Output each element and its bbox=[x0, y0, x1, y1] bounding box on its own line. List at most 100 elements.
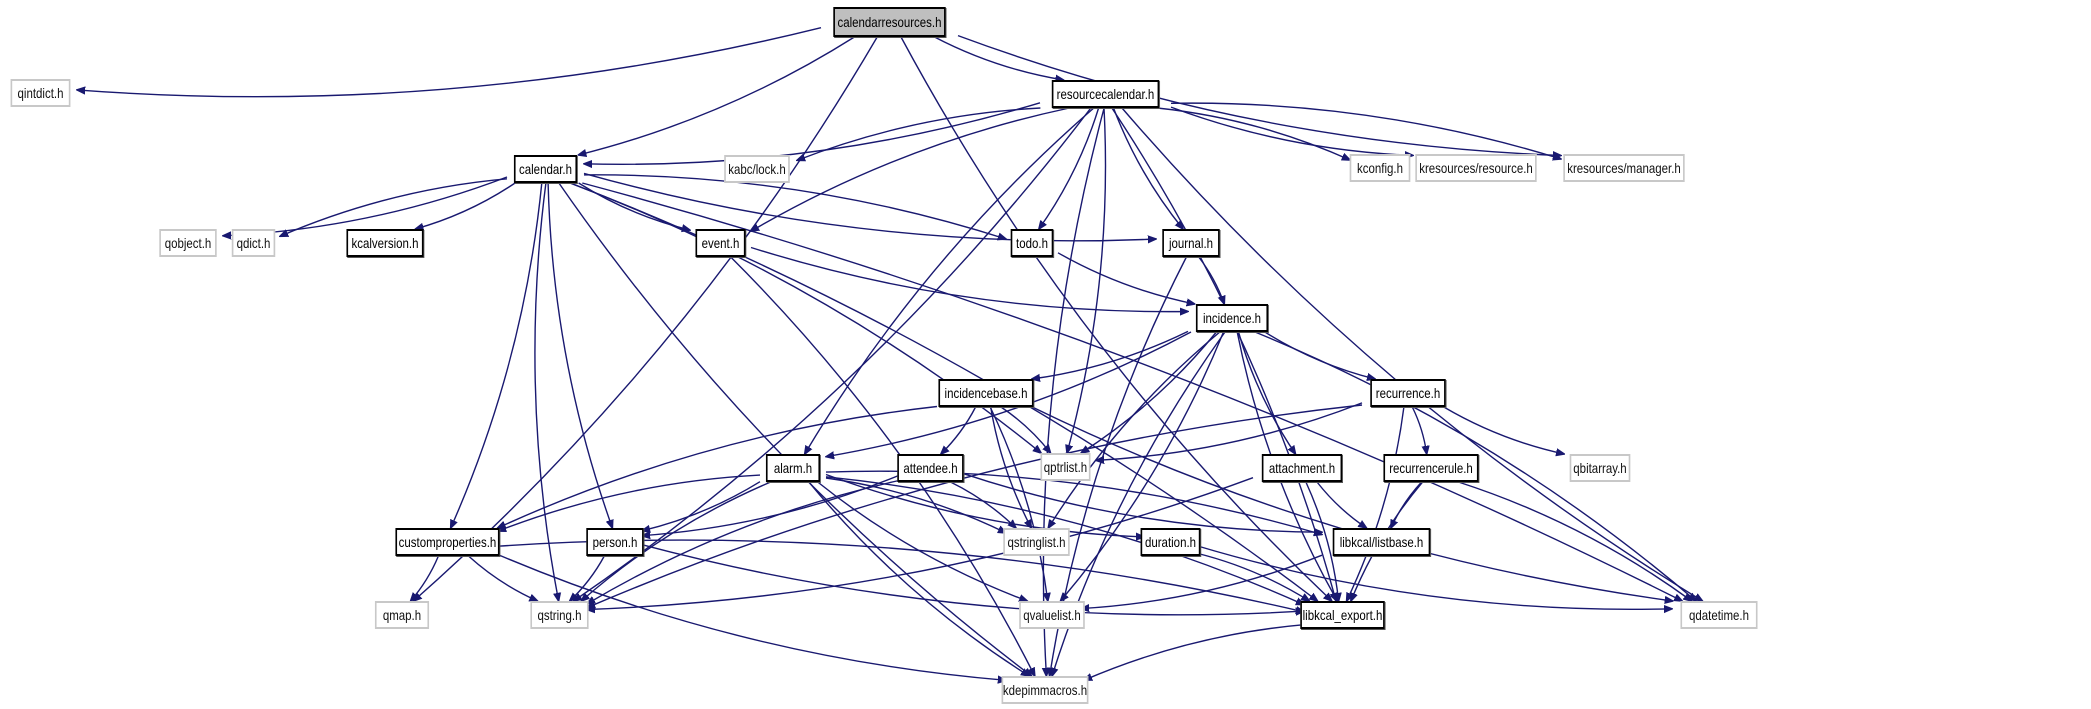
edge-incidence-to-qptrlist bbox=[1081, 331, 1217, 453]
node-qptrlist: qptrlist.h bbox=[1040, 453, 1091, 481]
edge-resourcecalendar-to-kdepimmacros bbox=[1043, 107, 1105, 676]
edge-recurrencerule-to-listbase bbox=[1391, 481, 1423, 528]
edge-person-to-qstring bbox=[570, 555, 605, 601]
node-resourcecalendar[interactable]: resourcecalendar.h bbox=[1051, 80, 1160, 108]
node-qdatetime: qdatetime.h bbox=[1680, 601, 1758, 629]
node-kdepimmacros: kdepimmacros.h bbox=[1001, 676, 1089, 704]
node-qstringlist: qstringlist.h bbox=[1002, 528, 1070, 556]
edge-alarm-to-qstringlist bbox=[825, 477, 1006, 533]
edge-incidencebase-to-qvaluelist bbox=[989, 406, 1048, 601]
edge-resourcecalendar-to-journal bbox=[1112, 107, 1184, 229]
edge-event-to-incidence bbox=[750, 246, 1188, 312]
edge-recurrencerule-to-qdatetime bbox=[1458, 481, 1691, 601]
node-incidence[interactable]: incidence.h bbox=[1195, 304, 1269, 332]
node-kcalversion[interactable]: kcalversion.h bbox=[346, 229, 424, 257]
edge-calendar-to-qdict bbox=[280, 178, 508, 237]
node-attachment[interactable]: attachment.h bbox=[1261, 454, 1343, 482]
edge-resourcecalendar-to-event bbox=[751, 107, 1070, 231]
edge-incidencebase-to-qptrlist bbox=[1000, 406, 1051, 453]
node-qbitarray: qbitarray.h bbox=[1569, 454, 1631, 482]
edge-incidence-to-attachment bbox=[1237, 331, 1296, 454]
edge-incidence-to-alarm bbox=[826, 331, 1192, 457]
node-customproperties[interactable]: customproperties.h bbox=[394, 528, 500, 556]
edge-recurrence-to-recurrencerule bbox=[1411, 406, 1426, 454]
node-todo[interactable]: todo.h bbox=[1010, 229, 1054, 257]
edge-resourcecalendar-to-qstring bbox=[574, 107, 1092, 601]
edge-incidence-to-qvaluelist bbox=[1061, 331, 1225, 601]
edge-layer bbox=[77, 27, 1703, 681]
node-calendarresources[interactable]: calendarresources.h bbox=[833, 7, 946, 37]
edge-calendar-to-kcalversion bbox=[415, 182, 516, 229]
edge-attendee-to-qstring bbox=[587, 479, 900, 604]
node-kresmanager: kresources/manager.h bbox=[1563, 154, 1685, 182]
node-recurrence[interactable]: recurrence.h bbox=[1370, 379, 1446, 407]
node-journal[interactable]: journal.h bbox=[1162, 229, 1220, 257]
edge-resourcecalendar-to-calendar bbox=[584, 102, 1041, 164]
edge-recurrence-to-qptrlist bbox=[1096, 402, 1363, 461]
edge-attendee-to-qstringlist bbox=[950, 481, 1017, 528]
edge-attendee-to-listbase bbox=[961, 472, 1322, 532]
node-qintdict: qintdict.h bbox=[10, 79, 71, 107]
edge-incidence-to-qstringlist bbox=[1048, 331, 1221, 528]
edge-todo-to-incidence bbox=[1057, 252, 1195, 304]
edge-person-to-libkcalexport bbox=[641, 544, 1304, 615]
edge-resourcecalendar-to-kconfig bbox=[1157, 107, 1350, 160]
node-event[interactable]: event.h bbox=[695, 229, 746, 257]
edge-resourcecalendar-to-qptrlist bbox=[1067, 107, 1107, 453]
edge-calendarresources-to-resourcecalendar bbox=[934, 36, 1064, 80]
edge-calendar-to-qdatetime bbox=[582, 182, 1682, 601]
edge-incidencebase-to-customproperties bbox=[498, 405, 938, 529]
node-attendee[interactable]: attendee.h bbox=[897, 454, 964, 482]
edge-incidence-to-qdatetime bbox=[1254, 331, 1696, 601]
node-duration[interactable]: duration.h bbox=[1140, 528, 1200, 556]
edge-customproperties-to-qstring bbox=[468, 555, 538, 601]
edge-alarm-to-customproperties bbox=[498, 474, 761, 531]
node-qmap: qmap.h bbox=[374, 601, 430, 629]
node-incidencebase[interactable]: incidencebase.h bbox=[938, 379, 1034, 407]
edge-calendar-to-qstring bbox=[534, 182, 559, 601]
node-qvaluelist: qvaluelist.h bbox=[1019, 601, 1085, 629]
edge-recurrence-to-qstring bbox=[587, 404, 1363, 608]
edge-incidencebase-to-qstringlist bbox=[990, 406, 1032, 528]
node-kabclock: kabc/lock.h bbox=[724, 155, 790, 183]
edge-calendarresources-to-qintdict bbox=[77, 27, 822, 98]
edge-calendar-to-todo bbox=[583, 174, 1006, 239]
edge-calendar-to-event bbox=[578, 182, 690, 230]
edge-resourcecalendar-to-qdatetime bbox=[1121, 107, 1703, 601]
edge-listbase-to-qvaluelist bbox=[1081, 554, 1323, 608]
node-listbase[interactable]: libkcal/listbase.h bbox=[1332, 528, 1431, 556]
edge-alarm-to-person bbox=[642, 481, 761, 531]
node-alarm[interactable]: alarm.h bbox=[765, 454, 821, 482]
edge-calendarresources-to-qmap bbox=[414, 36, 878, 601]
node-libkcalexport[interactable]: libkcal_export.h bbox=[1300, 601, 1385, 629]
edge-incidencebase-to-attendee bbox=[941, 406, 977, 454]
edge-resourcecalendar-to-todo bbox=[1039, 107, 1100, 229]
edge-calendar-to-person bbox=[547, 182, 612, 528]
node-kconfig: kconfig.h bbox=[1349, 154, 1410, 182]
edge-libkcalexport-to-kdepimmacros bbox=[1084, 624, 1305, 681]
edge-alarm-to-kdepimmacros bbox=[808, 481, 1029, 676]
edge-attachment-to-listbase bbox=[1316, 481, 1367, 528]
edge-journal-to-incidence bbox=[1198, 256, 1225, 304]
edge-alarm-to-listbase bbox=[825, 470, 1322, 534]
edge-customproperties-to-kdepimmacros bbox=[497, 553, 1006, 681]
edge-recurrence-to-qbitarray bbox=[1443, 406, 1564, 454]
edge-calendar-to-journal bbox=[583, 172, 1156, 240]
edge-resourcecalendar-to-kresresource bbox=[1170, 106, 1413, 155]
node-qobject: qobject.h bbox=[159, 229, 217, 257]
edge-incidencebase-to-qdatetime bbox=[1031, 406, 1673, 601]
edge-alarm-to-libkcalexport bbox=[825, 476, 1304, 605]
node-calendar[interactable]: calendar.h bbox=[513, 155, 578, 183]
node-person[interactable]: person.h bbox=[586, 528, 644, 556]
edge-duration-to-libkcalexport bbox=[1195, 552, 1309, 601]
edge-incidence-to-recurrence bbox=[1264, 331, 1375, 379]
edge-calendar-to-kdepimmacros bbox=[558, 182, 1032, 676]
edge-incidence-to-incidencebase bbox=[1032, 330, 1189, 379]
edge-attachment-to-libkcalexport bbox=[1305, 481, 1339, 601]
edge-calendarresources-to-calendar bbox=[578, 36, 855, 155]
edge-calendar-to-customproperties bbox=[451, 182, 543, 528]
edge-calendar-to-qptrlist bbox=[569, 182, 1041, 453]
edge-calendar-to-qobject bbox=[223, 176, 508, 236]
edge-resourcecalendar-to-alarm bbox=[805, 107, 1095, 454]
node-recurrencerule[interactable]: recurrencerule.h bbox=[1383, 454, 1479, 482]
